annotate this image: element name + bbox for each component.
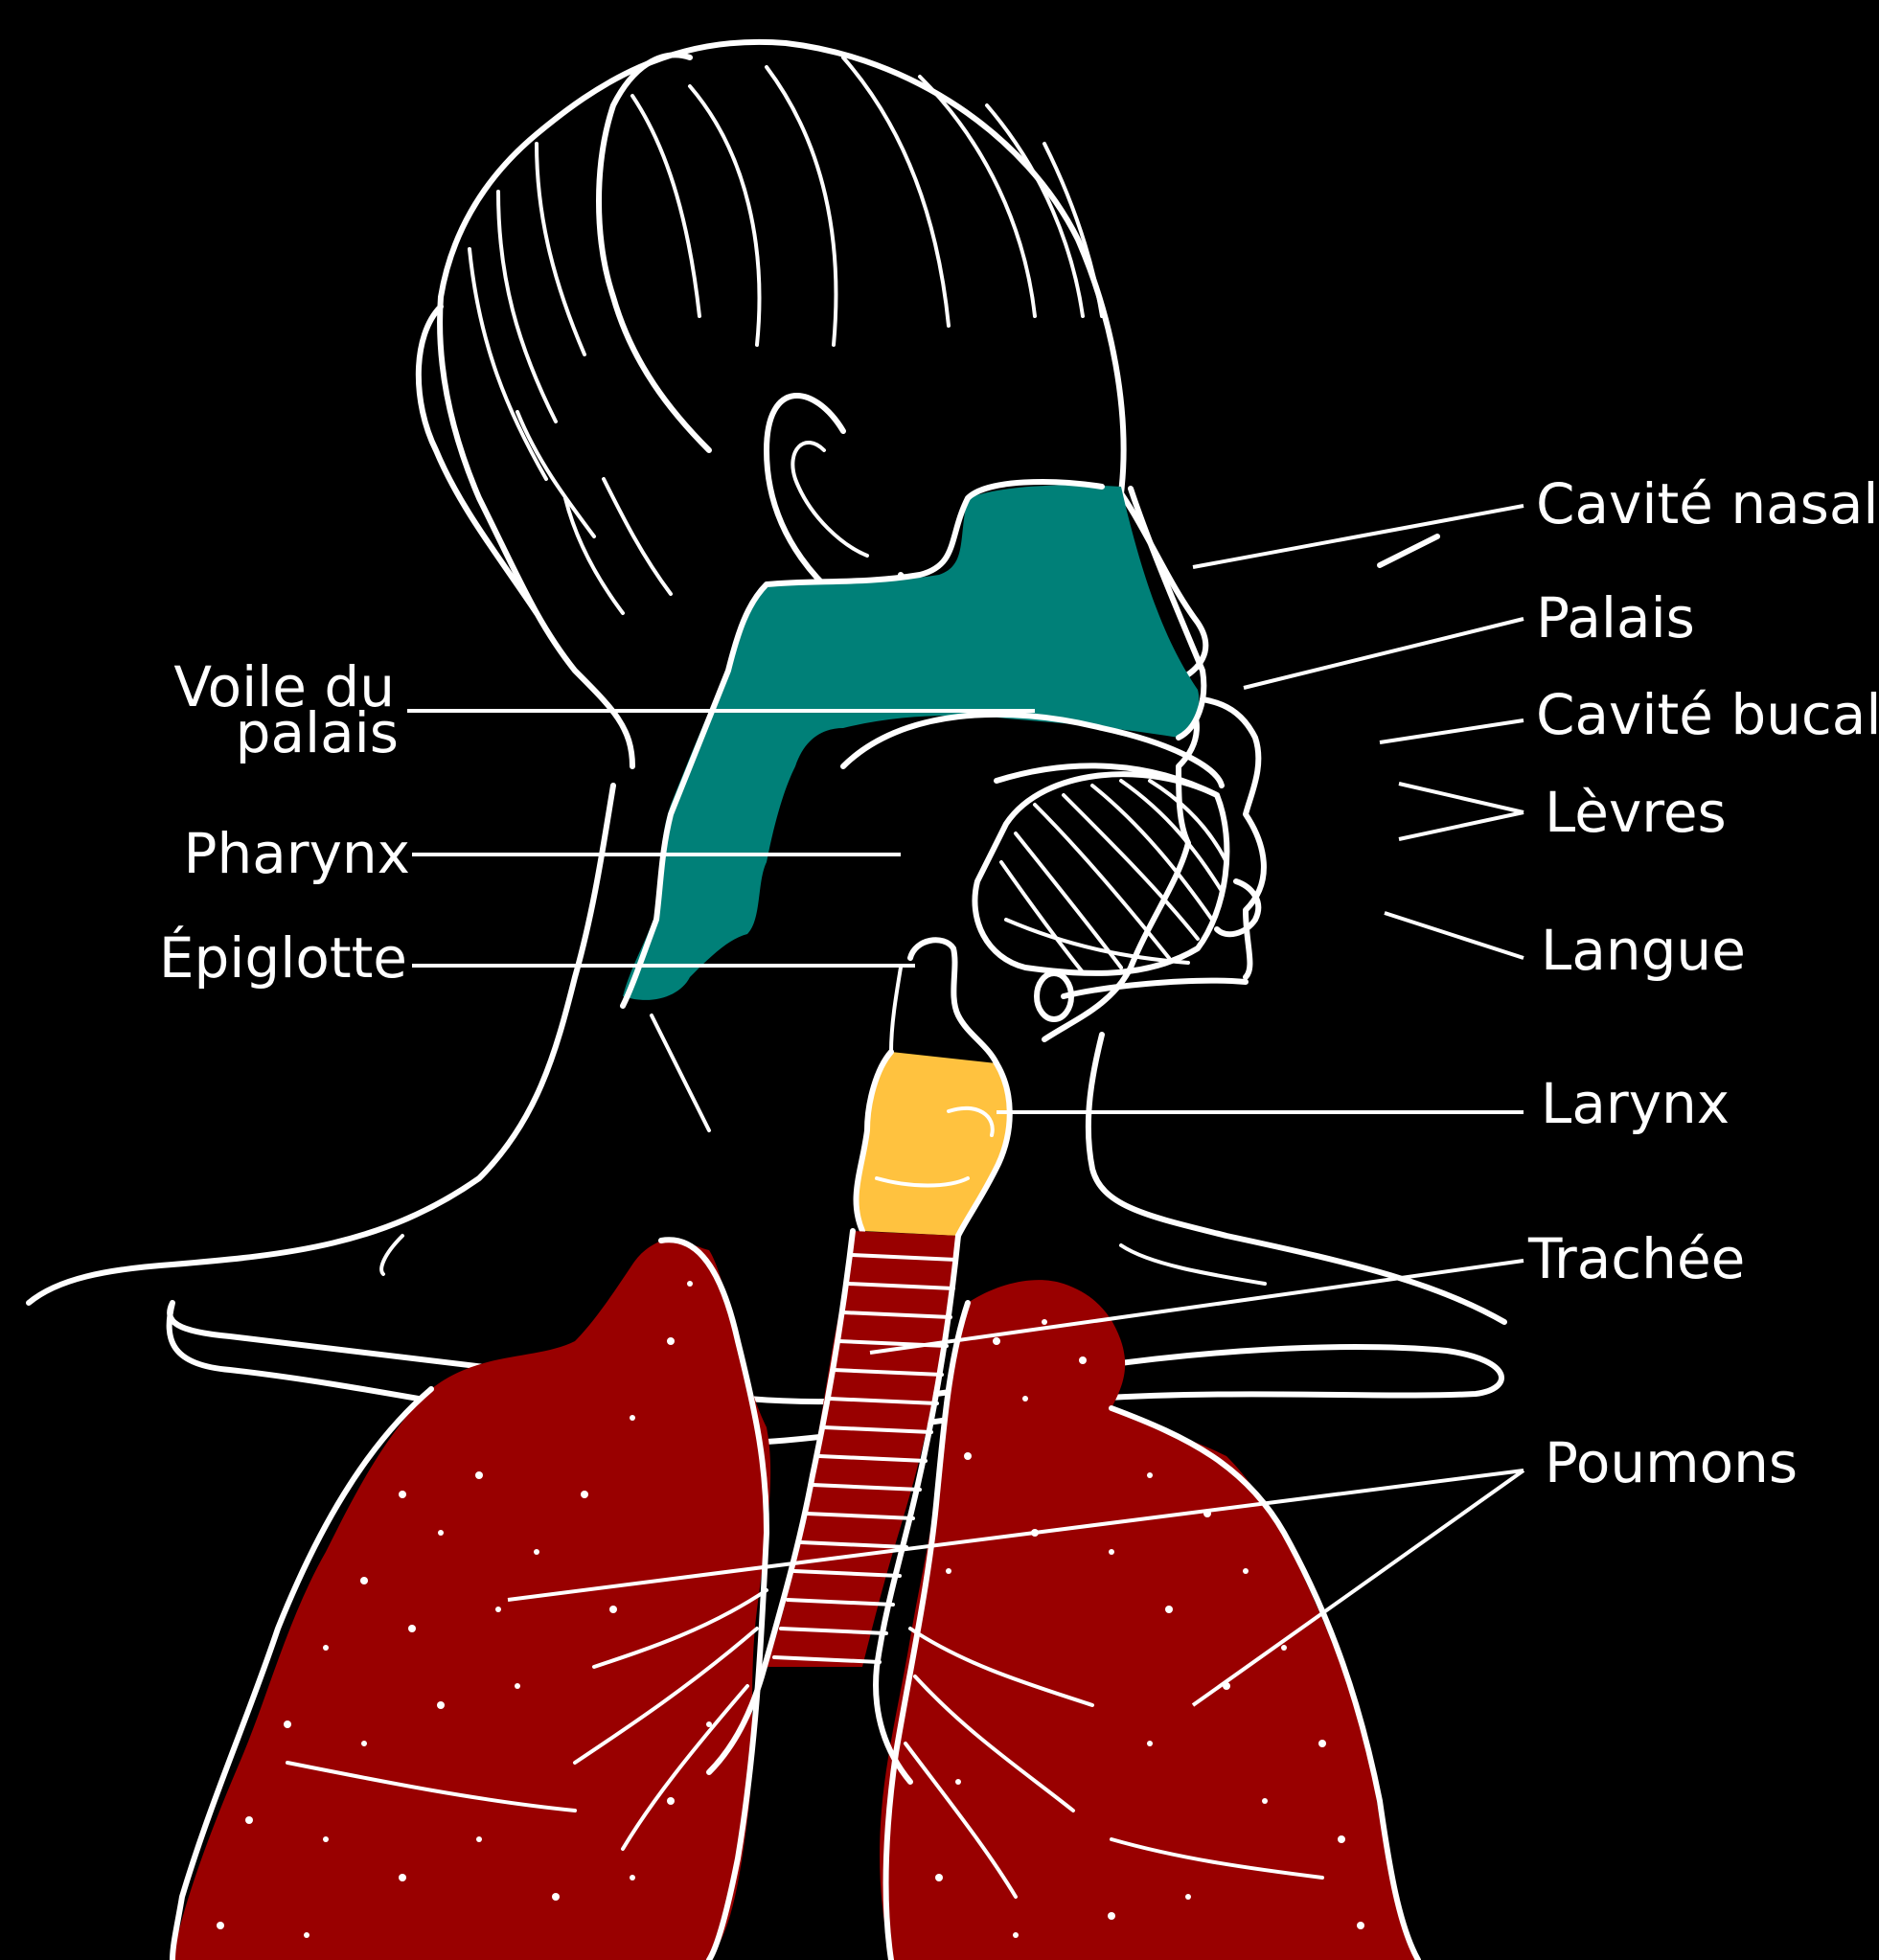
leader-langue: [1385, 913, 1524, 958]
label-pharynx: Pharynx: [183, 821, 410, 886]
right-lung-fill: [880, 1280, 1418, 1960]
leader-palais: [1244, 619, 1524, 688]
label-langue: Langue: [1541, 918, 1746, 983]
head-outline: [419, 42, 1437, 1039]
label-larynx: Larynx: [1541, 1071, 1730, 1136]
airway-region: [623, 482, 1203, 1006]
leader-levres-1: [1399, 784, 1524, 812]
label-levres: Lèvres: [1545, 780, 1727, 845]
nasal-cavity-fill: [623, 485, 1199, 999]
leader-cavite-nasale: [1193, 506, 1524, 567]
label-cavite-bucale: Cavité bucale: [1536, 682, 1879, 747]
larynx-fill: [857, 1052, 1011, 1236]
label-cavite-nasale: Cavité nasale: [1536, 471, 1879, 536]
leader-levres-2: [1399, 812, 1524, 839]
label-poumons: Poumons: [1545, 1430, 1798, 1495]
label-palais: Palais: [1536, 585, 1695, 650]
left-lung-fill: [172, 1238, 770, 1960]
label-trachee: Trachée: [1527, 1226, 1745, 1291]
leader-cavite-bucale: [1380, 720, 1524, 742]
label-epiglotte: Épiglotte: [159, 924, 407, 991]
label-voile-du-palais-line2: palais: [236, 700, 399, 765]
tongue-and-mouth: [843, 699, 1264, 1019]
larynx-region: [857, 940, 1011, 1236]
